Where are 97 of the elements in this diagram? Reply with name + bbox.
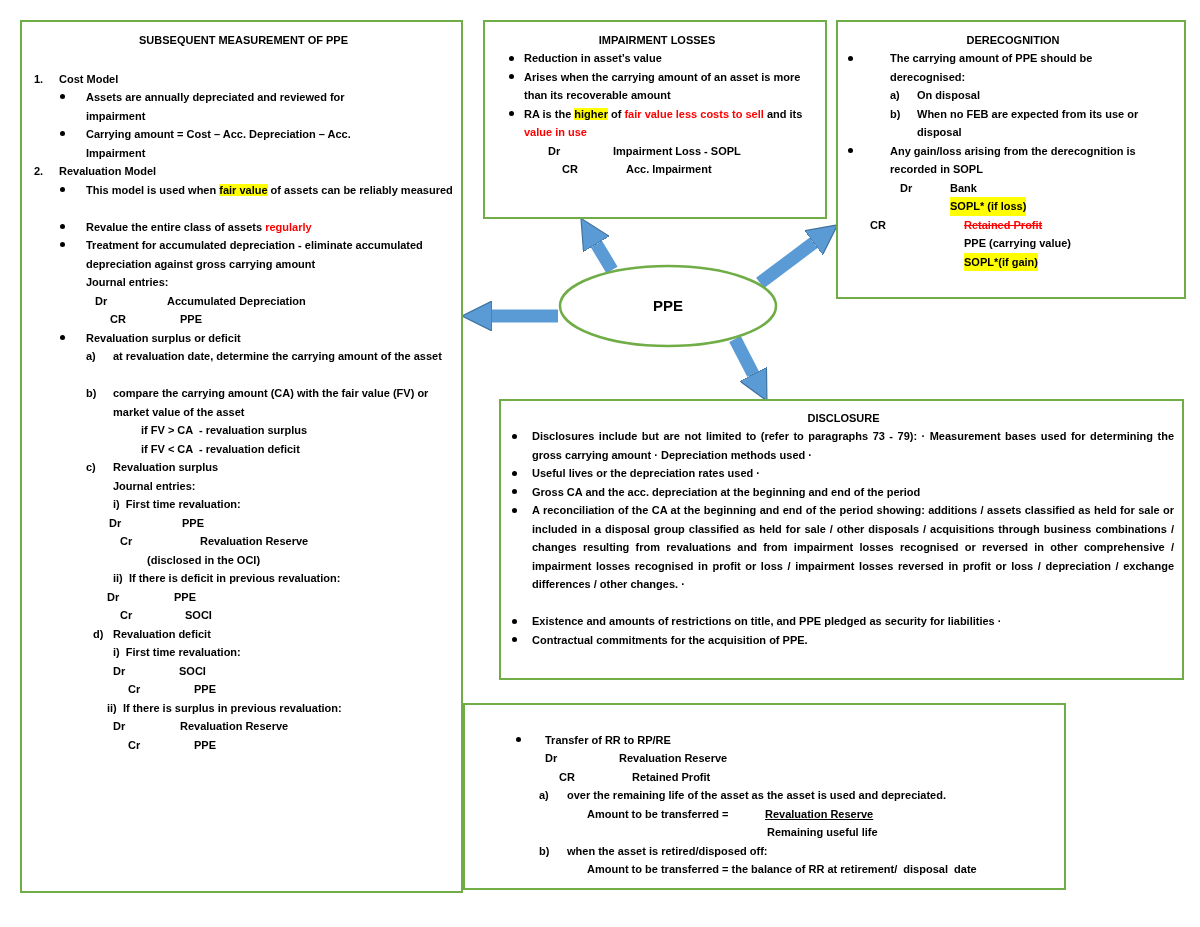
text: SOCI — [179, 663, 206, 679]
text: Accumulated Depreciation — [167, 293, 306, 309]
text: a) — [539, 788, 549, 804]
text: PPE — [180, 312, 202, 328]
text: ii) If there is surplus in previous revaluation: — [107, 700, 342, 716]
heading: SUBSEQUENT MEASUREMENT OF PPE — [138, 32, 349, 48]
text: Dr — [548, 143, 561, 159]
text: CR — [870, 217, 886, 233]
text: PPE — [174, 589, 196, 605]
text: SOCI — [185, 608, 212, 624]
text: Dr — [113, 663, 126, 679]
ellipse-label: PPE — [652, 296, 684, 316]
text: Assets are annually depreciated and reviewed for impairment — [86, 90, 346, 124]
text: b) — [890, 106, 901, 122]
text: A reconciliation of the CA at the beginning and end of the period showing: additions / assets classified as held for sale or included in a disposal group classified as held for sale / other disposals / acquisitions through business combinations / changes resulting from revaluations and from impairment losses recognised or reversed in other comprehensive / impairment losses recognised in profit or loss / impairment losses reversed in profit or loss / depreciation / exchange differences / other changes. · — [532, 503, 1174, 593]
text: Contractual commitments for the acquisition of PPE. — [532, 632, 808, 648]
text: Revaluation Model — [59, 164, 157, 180]
text: Dr — [109, 515, 122, 531]
text: 2. — [34, 164, 44, 180]
text: Cost Model — [59, 71, 119, 87]
text: Useful lives or the depreciation rates used · — [532, 466, 760, 482]
text: a) — [86, 349, 96, 365]
text: When no FEB are expected from its use or disposal — [917, 106, 1140, 141]
text: Revaluation Reserve — [200, 534, 309, 550]
text: Journal entries: — [86, 275, 169, 291]
heading: DISCLOSURE — [806, 410, 881, 426]
text: Dr — [113, 719, 126, 735]
text: Any gain/loss arising from the derecognition is recorded in SOPL — [890, 143, 1137, 178]
highlighted-text: SOPL*(if gain) — [964, 252, 1038, 272]
text: PPE — [182, 515, 204, 531]
text: b) — [86, 386, 97, 402]
text: CR — [110, 312, 126, 328]
text: ii) If there is deficit in previous revaluation: — [113, 571, 341, 587]
text: Dr — [107, 589, 120, 605]
text: a) — [890, 88, 900, 104]
highlighted-text: SOPL* (if loss) — [950, 197, 1027, 216]
text: Revaluation Reserve — [180, 719, 289, 735]
text: d) — [93, 626, 104, 642]
text: RA is the higher of fair value less costs to sell and its value in use — [524, 106, 804, 141]
text: PPE — [194, 737, 216, 753]
text: Retained Profit — [632, 769, 711, 785]
text-panel — [836, 20, 1186, 299]
text: Remaining useful life — [767, 825, 878, 841]
heading: DERECOGNITION — [965, 32, 1061, 48]
text: Revaluation surplus — [113, 460, 219, 476]
text: Carrying amount = Cost – Acc. Depreciation – Acc. Impairment — [86, 127, 352, 161]
text: when the asset is retired/disposed off: — [567, 843, 768, 859]
struck-text: Retained Profit — [964, 217, 1043, 233]
block-arrow — [729, 336, 768, 402]
text: Gross CA and the acc. depreciation at the beginning and end of the period — [532, 484, 921, 500]
text: at revaluation date, determine the carrying amount of the asset — [113, 349, 443, 365]
text: Amount to be transferred = — [587, 806, 729, 822]
text: Bank — [950, 180, 977, 196]
text: Treatment for accumulated depreciation - eliminate accumulated depreciation against gross carrying amount — [86, 238, 424, 272]
text: Reduction in asset’s value — [524, 51, 662, 67]
text: Cr — [120, 608, 133, 624]
text: if FV > CA - revaluation surplus — [141, 423, 308, 439]
text: PPE (carrying value) — [964, 236, 1071, 252]
text: Transfer of RR to RP/RE — [545, 732, 671, 748]
text: CR — [559, 769, 575, 785]
text: (disclosed in the OCI) — [147, 552, 261, 568]
text-panel — [20, 20, 463, 893]
text: CR — [562, 162, 578, 178]
heading: IMPAIRMENT LOSSES — [597, 32, 717, 48]
text: Disclosures include but are not limited to (refer to paragraphs 73 - 79): · Measurement bases used for determining the gross carrying amount · Depreciation methods used · — [532, 429, 1174, 463]
text-panel — [463, 703, 1066, 890]
text: i) First time revaluation: — [113, 645, 241, 661]
text: Journal entries: — [113, 478, 196, 494]
text: Amount to be transferred = the balance of RR at retirement/ disposal date — [587, 862, 977, 878]
text: 1. — [34, 71, 44, 87]
text: if FV < CA - revaluation deficit — [141, 441, 300, 457]
text: PPE — [194, 682, 216, 698]
text: The carrying amount of PPE should be derecognised: — [890, 51, 1094, 85]
text: This model is used when fair value of assets can be reliably measured — [86, 182, 454, 198]
text: Cr — [128, 682, 141, 698]
text-panel — [483, 20, 827, 219]
text: On disposal — [917, 88, 980, 104]
text: Dr — [545, 751, 558, 767]
text: Revaluation Reserve — [619, 751, 728, 767]
text: Revaluation deficit — [113, 626, 211, 642]
text: i) First time revaluation: — [113, 497, 241, 513]
text: Dr — [95, 293, 108, 309]
text: Dr — [900, 180, 913, 196]
text: Cr — [120, 534, 133, 550]
text: Cr — [128, 737, 141, 753]
text: Existence and amounts of restrictions on title, and PPE pledged as security for liabilities · — [532, 614, 1002, 630]
block-arrow — [580, 217, 618, 274]
text: c) — [86, 460, 96, 476]
text: Impairment Loss - SOPL — [613, 143, 741, 159]
ellipse-node — [558, 264, 778, 348]
text: b) — [539, 843, 550, 859]
text: Revaluation surplus or deficit — [86, 330, 241, 346]
text: over the remaining life of the asset as the asset is used and depreciated. — [567, 788, 947, 804]
text: Revalue the entire class of assets regularly — [86, 219, 312, 235]
text: Revaluation Reserve — [765, 806, 874, 822]
text: Acc. Impairment — [626, 162, 712, 178]
text-panel — [499, 399, 1184, 680]
